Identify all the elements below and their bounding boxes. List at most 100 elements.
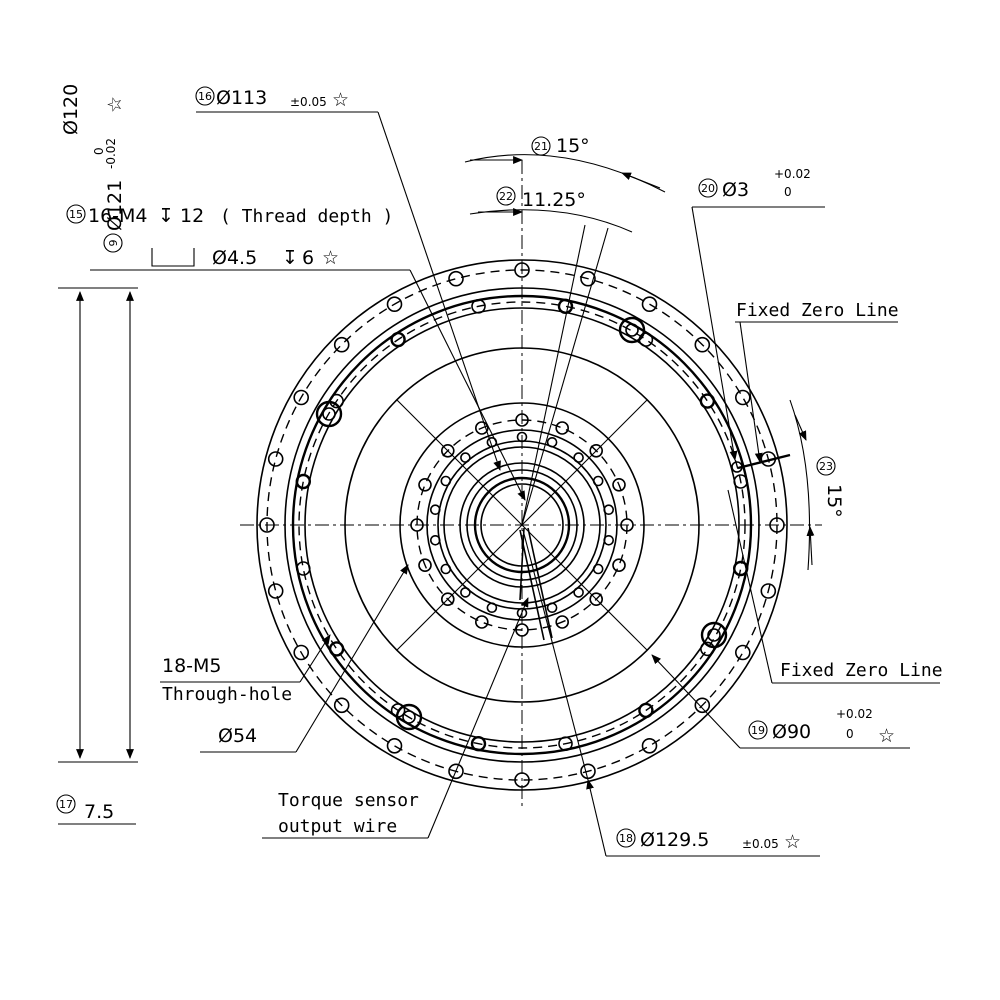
svg-text:Ø54: Ø54 <box>218 725 257 747</box>
svg-text:☆: ☆ <box>322 247 339 269</box>
inner-hole <box>474 421 489 435</box>
mid-hole-pattern <box>295 298 749 752</box>
callout-d54: Ø54 <box>200 564 409 753</box>
svg-text:0: 0 <box>784 185 792 199</box>
callout-22: 22 11.25° <box>469 186 633 526</box>
mid-hole <box>638 332 654 347</box>
svg-text:0: 0 <box>92 147 106 155</box>
svg-text:18: 18 <box>619 832 633 845</box>
outer-hole <box>386 296 403 313</box>
inner-small-hole <box>573 452 584 463</box>
inner-small-hole <box>440 475 452 487</box>
svg-text:12: 12 <box>180 205 204 227</box>
outer-hole <box>267 451 284 467</box>
inner-small-hole <box>546 602 558 614</box>
inner-hole <box>440 592 455 607</box>
svg-text:0: 0 <box>846 727 854 741</box>
svg-text:16-M4: 16-M4 <box>88 205 148 227</box>
inner-hole <box>440 443 455 458</box>
svg-text:☆: ☆ <box>104 96 126 113</box>
svg-text:↧: ↧ <box>282 247 298 269</box>
inner-small-hole <box>603 534 615 546</box>
callout-17: 17 7.5 <box>56 794 136 825</box>
callout-torque: Torque sensor output wire <box>262 597 529 839</box>
inner-small-hole <box>592 563 604 575</box>
svg-text:7.5: 7.5 <box>84 801 114 823</box>
mid-hole <box>390 331 406 348</box>
svg-text:±0.05: ±0.05 <box>742 837 779 851</box>
svg-text:Ø120: Ø120 <box>60 84 82 135</box>
callout-15: 15 16-M4 ↧ 12 ( Thread depth ) Ø4.5 ↧ 6 … <box>66 204 526 501</box>
fixed-zero-marker <box>731 453 791 473</box>
svg-text:☆: ☆ <box>878 725 895 747</box>
outer-hole <box>769 517 785 533</box>
mid-hole <box>470 736 487 752</box>
outer-hole <box>694 697 711 714</box>
outer-hole <box>267 583 284 599</box>
inner-small-hole <box>429 504 441 516</box>
callout-8-9: Ø120 9 Ø121 -0.02 0 ☆ <box>58 84 138 763</box>
svg-text:Ø113: Ø113 <box>216 87 267 109</box>
mid-hole <box>557 298 574 314</box>
center-lines <box>240 160 822 808</box>
svg-text:Through-hole: Through-hole <box>162 684 292 705</box>
svg-text:☆: ☆ <box>332 89 349 111</box>
svg-text:-0.02: -0.02 <box>104 138 118 169</box>
svg-text:+0.02: +0.02 <box>774 167 811 181</box>
mid-hole <box>699 393 716 409</box>
svg-text:Ø3: Ø3 <box>722 179 749 201</box>
inner-small-hole <box>460 452 471 463</box>
inner-hole <box>620 518 634 532</box>
inner-small-hole <box>516 607 528 619</box>
svg-text:( Thread depth ): ( Thread depth ) <box>220 206 393 227</box>
svg-text:output wire: output wire <box>278 816 397 837</box>
inner-hole-pattern <box>410 413 634 637</box>
inner-small-hole <box>592 475 604 487</box>
outer-hole <box>760 583 777 599</box>
svg-text:15°: 15° <box>556 135 590 157</box>
inner-hole <box>515 413 529 427</box>
inner-hole <box>410 518 424 532</box>
outer-hole <box>514 772 530 788</box>
outer-hole <box>514 262 530 278</box>
svg-text:+0.02: +0.02 <box>836 707 873 721</box>
svg-text:Ø129.5: Ø129.5 <box>640 829 709 851</box>
svg-text:Torque sensor: Torque sensor <box>278 790 419 811</box>
counterbore-holes <box>315 316 728 731</box>
outer-hole <box>259 517 275 533</box>
svg-text:↧: ↧ <box>158 205 174 227</box>
inner-hole <box>555 421 570 435</box>
outer-hole <box>333 336 350 353</box>
svg-text:Ø4.5: Ø4.5 <box>212 247 257 269</box>
svg-text:21: 21 <box>534 140 548 153</box>
inner-small-hole <box>516 431 528 443</box>
inner-small-hole <box>546 436 558 448</box>
fixed-zero-line-bottom: Fixed Zero Line <box>727 489 943 684</box>
mid-hole <box>471 298 486 314</box>
svg-text:18-M5: 18-M5 <box>162 655 222 677</box>
svg-text:23: 23 <box>819 460 833 473</box>
callout-20: 20 Ø3 +0.02 0 <box>691 167 825 461</box>
outer-hole <box>293 389 310 406</box>
svg-text:Fixed Zero Line: Fixed Zero Line <box>736 300 899 321</box>
inner-hole <box>418 558 432 573</box>
svg-text:±0.05: ±0.05 <box>290 95 327 109</box>
svg-text:22: 22 <box>499 190 513 203</box>
mid-hole <box>558 736 573 752</box>
callout-19: 19 Ø90 +0.02 0 ☆ <box>651 654 910 749</box>
svg-text:20: 20 <box>701 182 715 195</box>
mid-hole <box>638 702 654 719</box>
fixed-zero-line-top: Fixed Zero Line <box>735 300 899 463</box>
svg-text:11.25°: 11.25° <box>522 189 586 211</box>
svg-text:19: 19 <box>751 724 765 737</box>
mid-hole <box>733 474 749 489</box>
outer-hole <box>641 737 658 754</box>
torque-wire-channel <box>519 527 553 641</box>
inner-hole <box>474 615 489 629</box>
mid-hole <box>733 560 749 577</box>
svg-text:17: 17 <box>59 798 73 811</box>
inner-small-hole <box>603 504 615 516</box>
svg-text:9: 9 <box>107 240 120 247</box>
radial-lines <box>396 399 648 651</box>
svg-text:6: 6 <box>302 247 314 269</box>
